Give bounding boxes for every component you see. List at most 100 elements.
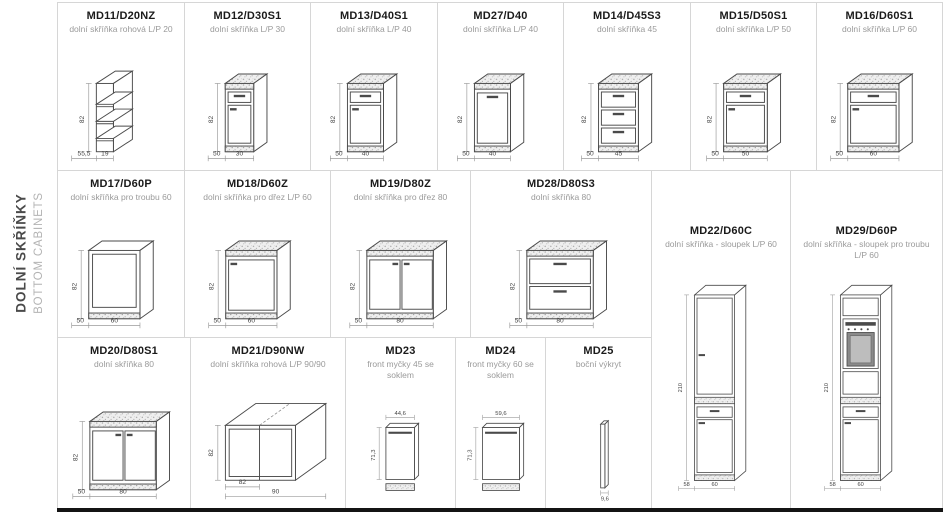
dim-height: 82: [208, 282, 215, 290]
product-desc: front myčky 60 se soklem: [467, 359, 534, 381]
dim-depth: 50: [213, 151, 221, 158]
product-cell-md27: MD27/D40 dolní skříňka L/P 40 82 50 40: [437, 2, 563, 170]
product-desc: dolní skříňka L/P 60: [842, 24, 917, 34]
tall-oven-column-drawing: 210 58 60: [823, 284, 893, 491]
dim-depth: 50: [213, 318, 221, 325]
dim-height: 82: [73, 453, 80, 461]
dim-width: 59,6: [495, 411, 506, 417]
product-cell-md24: MD24 front myčky 60 se soklem 59,6 71,3: [455, 337, 545, 508]
dim-depth: 50: [354, 318, 362, 325]
product-cell-md18: MD18/D60Z dolní skříňka pro dřez L/P 60 …: [184, 170, 330, 337]
product-code: MD19/D80Z: [369, 178, 432, 190]
dim-width: 40: [488, 151, 496, 158]
product-cell-md14: MD14/D45S3 dolní skříňka 45 82 50 45: [563, 2, 690, 170]
dishwasher-front-drawing: 59,6 71,3: [467, 411, 525, 491]
product-desc: dolní skříňka rohová L/P 20: [69, 24, 173, 34]
product-desc: dolní skříňka 80: [93, 359, 154, 369]
dim-height: 82: [830, 115, 837, 123]
product-code: MD17/D60P: [90, 178, 152, 190]
product-code: MD20/D80S1: [89, 345, 159, 357]
dim-width: 60: [711, 482, 717, 488]
product-code: MD22/D60C: [689, 225, 753, 237]
dim-width: 80: [396, 318, 404, 325]
dim-height: 82: [706, 115, 713, 123]
dim-depth: 55,5: [78, 151, 91, 158]
product-desc: dolní skříňka pro dřez L/P 60: [203, 192, 312, 202]
product-cell-md28: MD28/D80S3 dolní skříňka 80 82 50 80: [470, 170, 651, 337]
dim-width: 80: [556, 318, 564, 325]
dim-depth: 50: [515, 318, 523, 325]
dim-depth: 50: [586, 151, 594, 158]
product-code: MD13/D40S1: [339, 10, 409, 22]
dishwasher-front-drawing: 44,6 71,3: [371, 411, 420, 491]
product-code: MD25: [583, 345, 614, 357]
dim-width: 40: [362, 151, 370, 158]
sink-cabinet-drawing: 82 50 60: [207, 240, 292, 329]
base-cabinet-2door-drawing: 82 50 80: [72, 411, 171, 500]
dim-height: 82: [510, 282, 517, 290]
product-cell-md17: MD17/D60P dolní skříňka pro troubu 60 82…: [57, 170, 184, 337]
product-desc: dolní skříňka L/P 50: [716, 24, 791, 34]
dim-height: 82: [349, 282, 356, 290]
dim-height: 71,3: [467, 449, 473, 460]
dim-width: 60: [857, 482, 863, 488]
product-code: MD23: [385, 345, 416, 357]
dim-height: 82: [207, 115, 214, 123]
base-cabinet-drawing: 82 50 40: [330, 73, 399, 162]
sidebar-title-english: BOTTOM CABINETS: [33, 192, 45, 314]
dim-height: 82: [581, 115, 588, 123]
dim-width: 50: [741, 151, 749, 158]
bottom-rule: [57, 508, 943, 512]
dim-width: 44,6: [394, 411, 405, 417]
product-cell-md19: MD19/D80Z dolní skříňka pro dřez 80 82 5…: [330, 170, 470, 337]
product-desc: dolní skříňka - sloupek L/P 60: [665, 239, 777, 249]
product-desc: dolní skříňka rohová L/P 90/90: [210, 359, 326, 369]
dim-height: 82: [79, 115, 86, 123]
product-desc: front myčky 45 se soklem: [367, 359, 434, 381]
product-desc: dolní skříňka L/P 30: [210, 24, 285, 34]
dim-depth: 50: [835, 151, 843, 158]
base-cabinet-drawing: 82 50 40: [456, 73, 525, 162]
tall-column-cabinet-drawing: 210 58 60: [678, 284, 747, 491]
base-cabinet-drawing: 82 50 50: [705, 73, 782, 162]
dim-height: 210: [823, 383, 829, 392]
product-cell-md23: MD23 front myčky 45 se soklem 44,6 71,3: [345, 337, 455, 508]
product-code: MD15/D50S1: [719, 10, 788, 22]
corner-cabinet-drawing: 82 82 90: [208, 402, 328, 500]
dim-width: 80: [119, 489, 127, 496]
oven-housing-drawing: 82 50 60: [71, 240, 155, 329]
dim-depth: 50: [462, 151, 470, 158]
product-code: MD11/D20NZ: [86, 10, 156, 22]
dim-depth: 50: [77, 318, 85, 325]
product-code: MD21/D90NW: [231, 345, 305, 357]
product-code: MD29/D60P: [835, 225, 898, 237]
product-code: MD27/D40: [473, 10, 528, 22]
dim-height: 210: [678, 383, 684, 392]
drawer-cabinet-drawing: 82 50 45: [581, 73, 654, 162]
dim-depth: 50: [78, 489, 86, 496]
product-desc: dolní skříňka L/P 40: [336, 24, 412, 34]
product-cell-md16: MD16/D60S1 dolní skříňka L/P 60 82 50 60: [816, 2, 943, 170]
product-code: MD16/D60S1: [845, 10, 914, 22]
dim-height: 71,3: [371, 449, 377, 460]
dim-depth: 50: [335, 151, 343, 158]
product-desc: dolní skříňka L/P 40: [463, 24, 538, 34]
dim-height: 82: [208, 449, 215, 457]
dim-depth: 58: [829, 482, 835, 488]
dim-width: 90: [272, 489, 280, 496]
product-cell-md20: MD20/D80S1 dolní skříňka 80 82 50 80: [57, 337, 190, 508]
product-code: MD28/D80S3: [526, 178, 596, 190]
product-cell-md22: MD22/D60C dolní skříňka - sloupek L/P 60…: [651, 170, 790, 508]
product-code: MD18/D60Z: [226, 178, 289, 190]
product-cell-md15: MD15/D50S1 dolní skříňka L/P 50 82 50 50: [690, 2, 816, 170]
product-desc: dolní skříňka - sloupek pro troubu L/P 6…: [803, 239, 930, 261]
open-shelf-cabinet-drawing: 82 55,5 19: [71, 70, 134, 162]
product-desc: dolní skříňka 80: [530, 192, 591, 202]
sidebar-title-czech: DOLNÍ SKŘÍŇKY: [13, 193, 29, 313]
dim-height: 82: [457, 115, 464, 123]
base-cabinet-drawing: 82 50 30: [207, 73, 268, 162]
dim-depth: 50: [711, 151, 719, 158]
dim-height: 82: [71, 282, 78, 290]
dim-width: 9,6: [600, 496, 608, 502]
dim-width: 30: [235, 151, 243, 158]
